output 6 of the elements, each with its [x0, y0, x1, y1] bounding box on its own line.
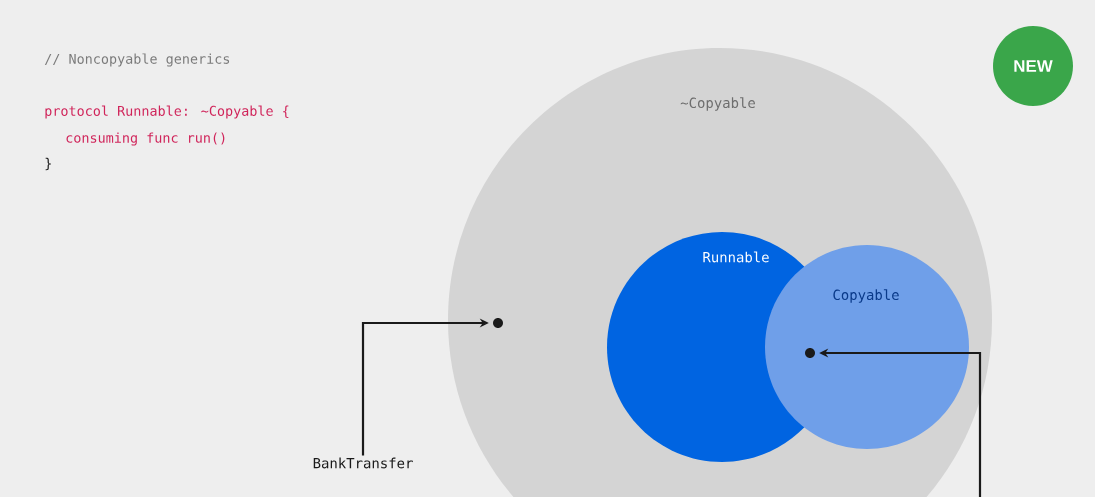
- code-line: // Noncopyable generics: [44, 53, 230, 67]
- code-line: }: [45, 157, 51, 171]
- type-label: BankTransfer: [313, 457, 413, 469]
- code-line: protocol Runnable: ~Copyable {: [45, 105, 289, 119]
- code-line: consuming func run(): [66, 132, 225, 146]
- new-badge: NEW: [993, 26, 1073, 106]
